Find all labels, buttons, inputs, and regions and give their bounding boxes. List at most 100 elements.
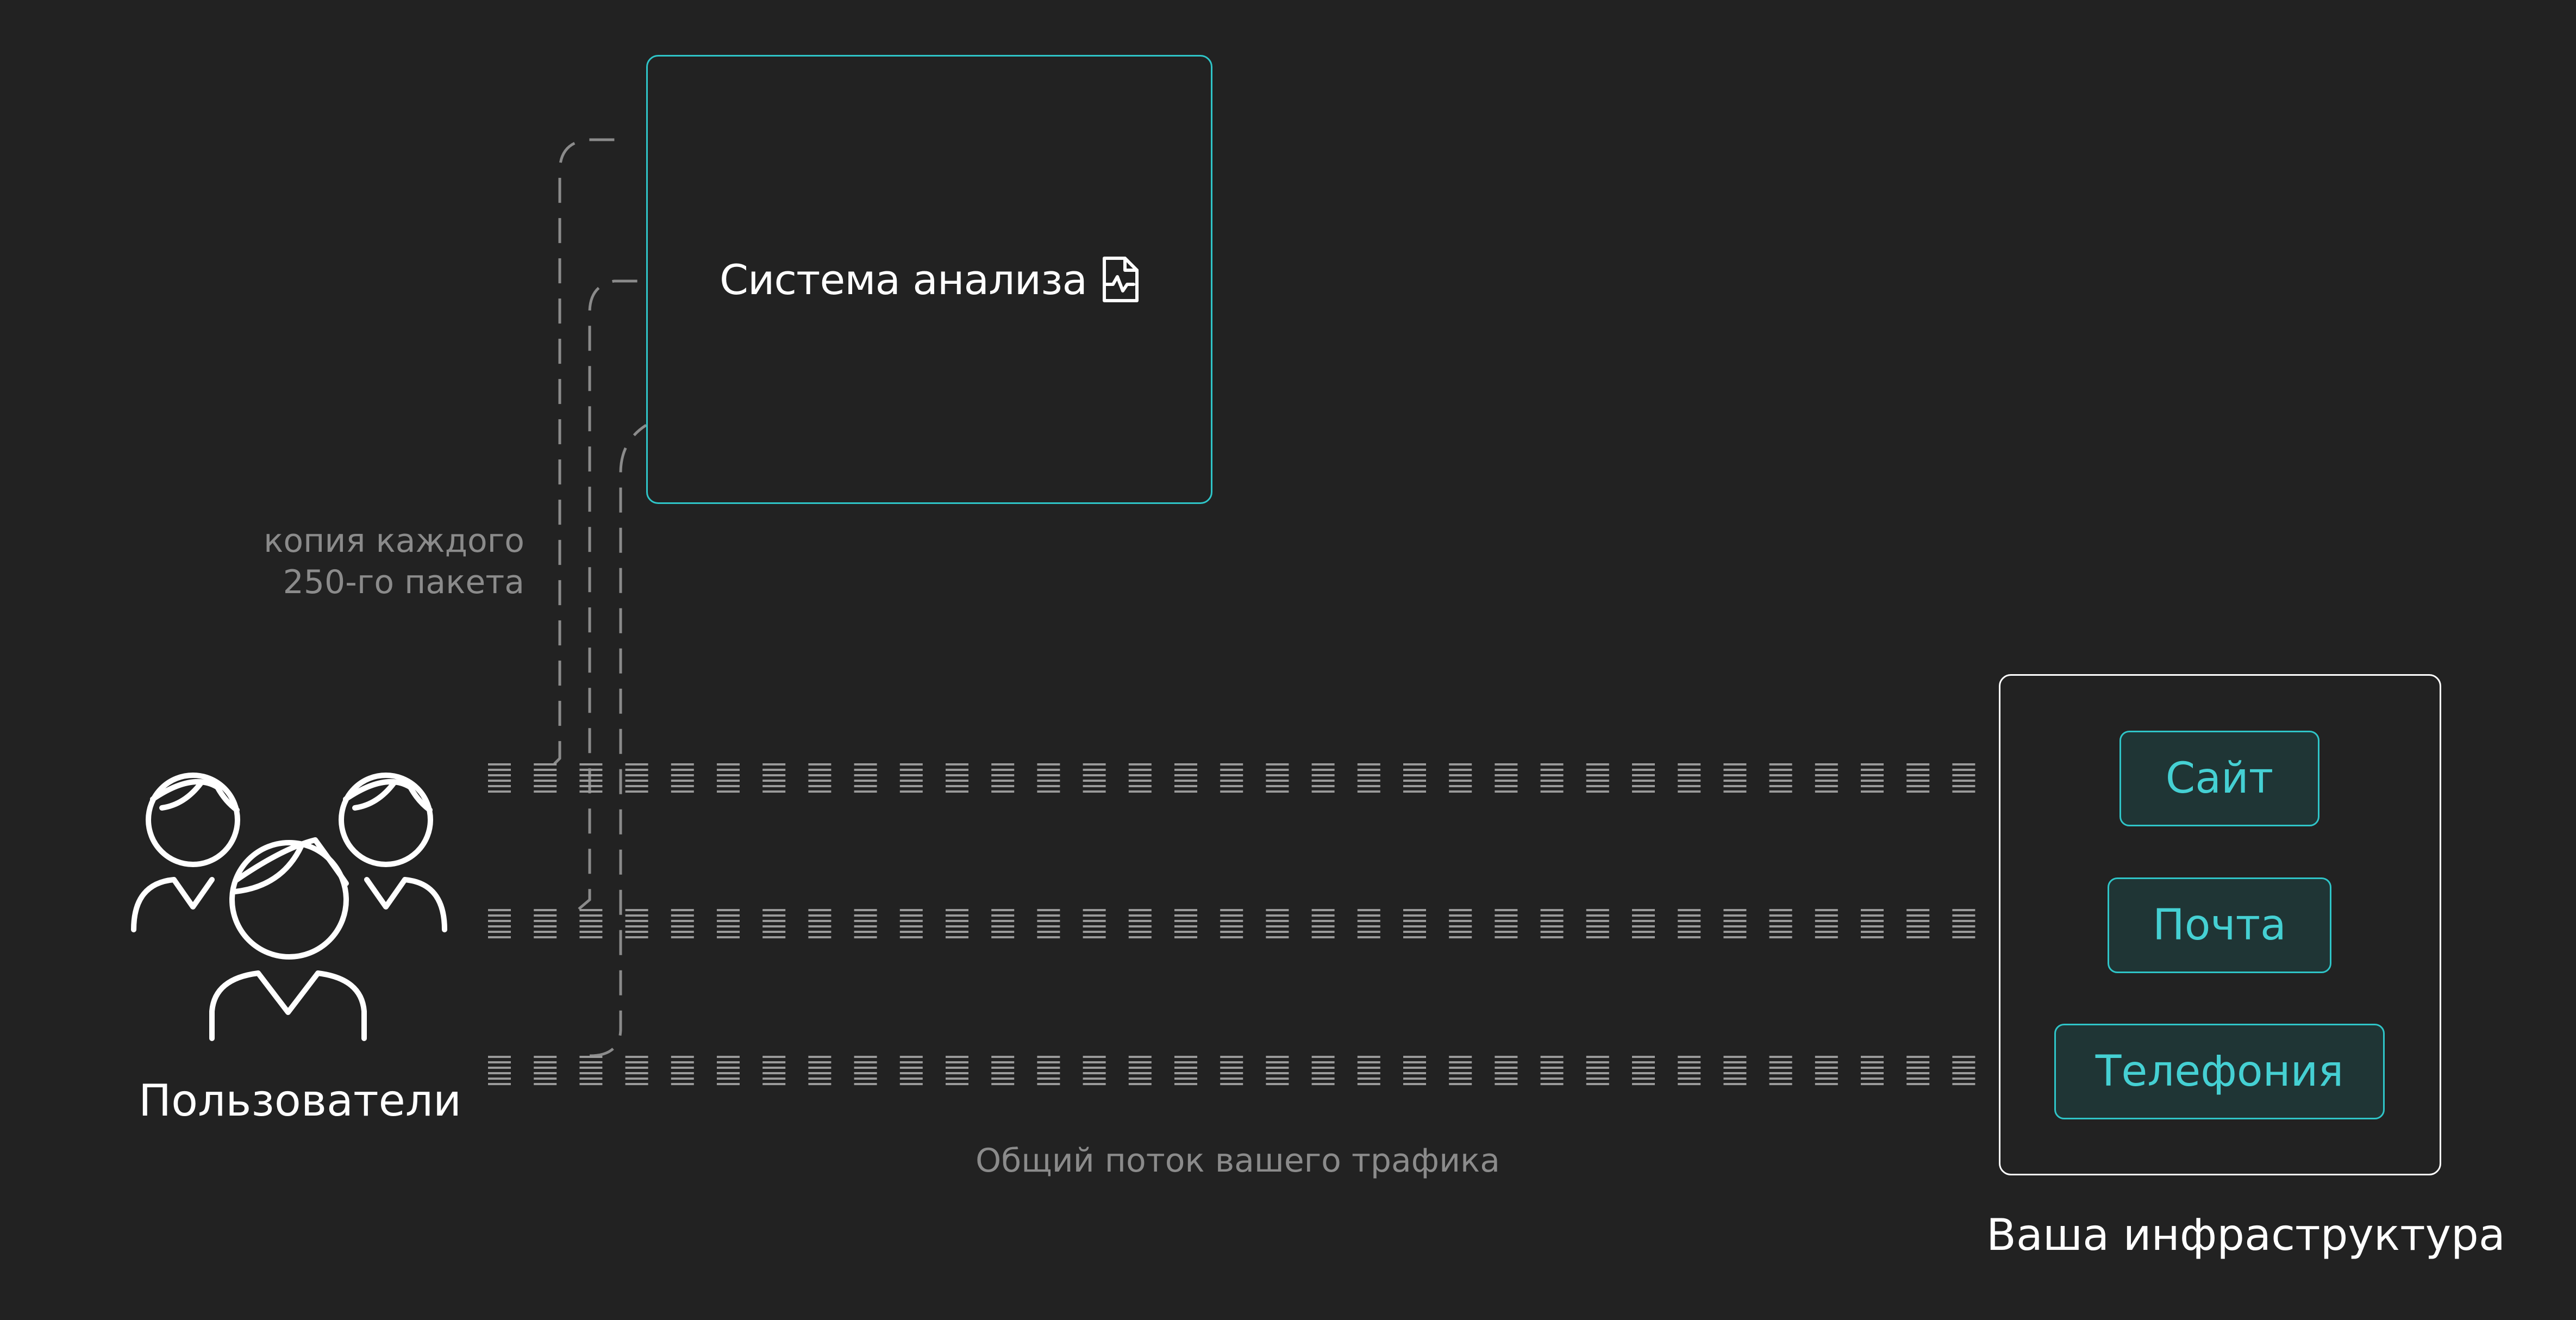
packet-streams bbox=[488, 763, 1975, 1085]
packet-icon bbox=[1952, 1056, 1975, 1085]
packet-icon bbox=[1678, 763, 1701, 793]
packet-icon bbox=[1632, 1056, 1655, 1085]
user-left-icon bbox=[131, 773, 240, 932]
packet-icon bbox=[1220, 909, 1243, 938]
packet-icon bbox=[1678, 909, 1701, 938]
packet-icon bbox=[1586, 763, 1609, 793]
packet-icon bbox=[1815, 763, 1838, 793]
packet-icon bbox=[1769, 909, 1792, 938]
packet-icon bbox=[1128, 763, 1152, 793]
packet-icon bbox=[625, 763, 648, 793]
packet-icon bbox=[762, 763, 786, 793]
users-group-icon bbox=[131, 773, 447, 1041]
analysis-system-box bbox=[646, 55, 1212, 504]
packet-icon bbox=[1769, 1056, 1792, 1085]
packet-icon bbox=[1586, 909, 1609, 938]
packet-icon bbox=[1540, 909, 1564, 938]
packet-icon bbox=[1403, 909, 1426, 938]
packet-icon bbox=[579, 909, 603, 938]
packet-icon bbox=[1311, 763, 1335, 793]
packet-icon bbox=[717, 763, 740, 793]
packet-icon bbox=[1723, 763, 1747, 793]
packet-icon bbox=[1037, 909, 1060, 938]
file-activity-icon bbox=[1103, 257, 1139, 302]
packet-icon bbox=[1723, 1056, 1747, 1085]
packet-icon bbox=[1128, 1056, 1152, 1085]
packet-icon bbox=[1220, 1056, 1243, 1085]
packet-icon bbox=[808, 763, 831, 793]
packet-icon bbox=[899, 1056, 923, 1085]
packet-icon bbox=[1403, 763, 1426, 793]
packet-icon bbox=[1174, 909, 1197, 938]
packet-icon bbox=[1861, 1056, 1884, 1085]
flow-site bbox=[488, 763, 1975, 793]
packet-icon bbox=[762, 909, 786, 938]
packet-icon bbox=[1815, 909, 1838, 938]
packet-icon bbox=[1174, 1056, 1197, 1085]
service-telephony: Телефония bbox=[2054, 1024, 2385, 1119]
copy-note: копия каждого 250-го пакета bbox=[264, 522, 524, 601]
packet-icon bbox=[1357, 909, 1380, 938]
packet-icon bbox=[1906, 909, 1930, 938]
packet-icon bbox=[671, 763, 694, 793]
packet-icon bbox=[1449, 909, 1472, 938]
packet-icon bbox=[1952, 763, 1975, 793]
service-site-label: Сайт bbox=[2165, 754, 2274, 803]
packet-icon bbox=[1723, 909, 1747, 938]
flow-mail bbox=[488, 909, 1975, 938]
packet-icon bbox=[1906, 1056, 1930, 1085]
packet-icon bbox=[1083, 1056, 1106, 1085]
packet-icon bbox=[1403, 1056, 1426, 1085]
packet-icon bbox=[1678, 1056, 1701, 1085]
packet-icon bbox=[991, 1056, 1015, 1085]
packet-icon bbox=[534, 909, 557, 938]
packet-icon bbox=[946, 1056, 968, 1085]
packet-icon bbox=[1357, 1056, 1380, 1085]
packet-icon bbox=[808, 1056, 831, 1085]
packet-icon bbox=[1815, 1056, 1838, 1085]
packet-icon bbox=[762, 1056, 786, 1085]
packet-icon bbox=[1632, 763, 1655, 793]
packet-icon bbox=[854, 763, 877, 793]
user-right-icon bbox=[339, 773, 447, 932]
packet-icon bbox=[579, 763, 603, 793]
packet-icon bbox=[1174, 763, 1197, 793]
packet-icon bbox=[1266, 1056, 1289, 1085]
copy-line-telephony bbox=[589, 424, 647, 1057]
packet-icon bbox=[1952, 909, 1975, 938]
packet-icon bbox=[1128, 909, 1152, 938]
packet-icon bbox=[671, 909, 694, 938]
packet-icon bbox=[1495, 909, 1518, 938]
packet-icon bbox=[991, 909, 1015, 938]
packet-icon bbox=[1861, 763, 1884, 793]
copy-line-mail bbox=[578, 279, 646, 910]
packet-icon bbox=[899, 909, 923, 938]
copy-line-site bbox=[553, 138, 626, 765]
packet-icon bbox=[991, 763, 1015, 793]
copy-lines bbox=[553, 138, 647, 1057]
traffic-caption: Общий поток вашего трафика bbox=[976, 1142, 1500, 1180]
packet-icon bbox=[1586, 1056, 1609, 1085]
packet-icon bbox=[1449, 763, 1472, 793]
infrastructure-label: Ваша инфраструктура bbox=[1986, 1210, 2505, 1260]
packet-icon bbox=[1037, 763, 1060, 793]
packet-icon bbox=[1266, 909, 1289, 938]
packet-icon bbox=[1861, 909, 1884, 938]
packet-icon bbox=[488, 909, 511, 938]
packet-icon bbox=[717, 909, 740, 938]
analysis-system-header: Система анализа bbox=[646, 55, 1212, 504]
packet-icon bbox=[1632, 909, 1655, 938]
packet-icon bbox=[1083, 763, 1106, 793]
packet-icon bbox=[1311, 1056, 1335, 1085]
packet-icon bbox=[1540, 763, 1564, 793]
packet-icon bbox=[1220, 763, 1243, 793]
packet-icon bbox=[854, 1056, 877, 1085]
flow-telephony bbox=[488, 1056, 1975, 1085]
packet-icon bbox=[1769, 763, 1792, 793]
packet-icon bbox=[808, 909, 831, 938]
packet-icon bbox=[488, 1056, 511, 1085]
service-site: Сайт bbox=[2119, 731, 2319, 826]
packet-icon bbox=[899, 763, 923, 793]
packet-icon bbox=[1495, 1056, 1518, 1085]
packet-icon bbox=[1311, 909, 1335, 938]
